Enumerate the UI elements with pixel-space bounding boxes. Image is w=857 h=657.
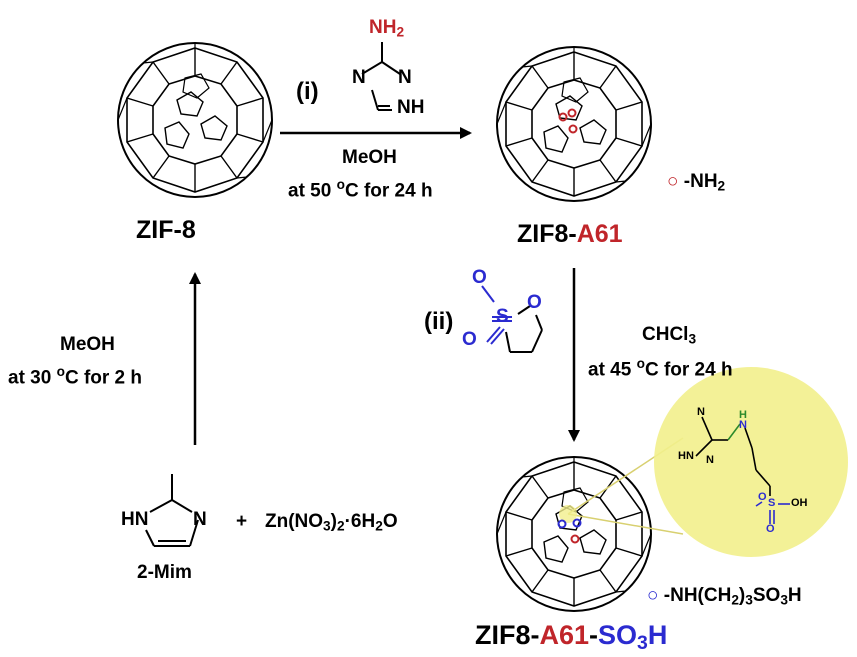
- aminotriazole-structure: [361, 42, 401, 111]
- label-2-mim: 2-Mim: [137, 562, 192, 583]
- zif8-a61-cage: [496, 46, 652, 202]
- step-ii-label: (ii): [424, 308, 454, 335]
- atom-callout-s: S: [768, 497, 776, 509]
- atom-callout-o1: O: [758, 491, 767, 503]
- plus-sign: +: [236, 511, 248, 532]
- label-zif8: ZIF-8: [136, 216, 196, 244]
- legend-amine: ○ -NH2: [667, 171, 726, 194]
- condition-synthesis-temp: at 30 oC for 2 h: [8, 364, 143, 389]
- atom-callout-n2: N: [706, 454, 714, 466]
- amine-markers: [558, 108, 578, 134]
- label-zif8-a61-so3h: ZIF8-A61-SO3H: [475, 620, 668, 654]
- zif8-a61-so3h-cage: [496, 456, 652, 612]
- condition-step-i-solvent: MeOH: [342, 147, 397, 168]
- atom-sultone-o3: O: [527, 292, 542, 313]
- atom-triazole-n2: N: [398, 67, 412, 88]
- atom-sultone-o1: O: [472, 267, 487, 288]
- sulfo-triazole-structure: [695, 416, 790, 524]
- legend-sulfo: ○ -NH(CH2)3SO3H: [647, 585, 802, 608]
- atom-callout-oh: OH: [791, 497, 808, 509]
- atom-imidazole-n: N: [193, 509, 207, 530]
- label-zif8-a61: ZIF8-A61: [517, 220, 623, 248]
- condition-step-i-temp: at 50 oC for 24 h: [288, 177, 433, 202]
- zif8-cage: [117, 42, 273, 198]
- atom-callout-h: H: [739, 409, 747, 421]
- condition-synthesis-solvent: MeOH: [60, 334, 115, 355]
- label-zinc-nitrate: Zn(NO3)2·6H2O: [265, 511, 398, 534]
- imidazole-structure: [145, 474, 199, 547]
- atom-callout-hn: HN: [678, 450, 694, 462]
- atom-triazole-n1: N: [352, 67, 366, 88]
- sultone-structure: [481, 285, 543, 353]
- atom-triazole-nh: NH: [397, 97, 425, 118]
- atom-callout-n1: N: [697, 406, 705, 418]
- step-i-label: (i): [296, 78, 319, 105]
- sulfo-markers: [557, 518, 582, 544]
- highlight-callout: [559, 367, 848, 557]
- condition-step-ii-temp: at 45 oC for 24 h: [588, 356, 733, 381]
- atom-sultone-o2: O: [462, 329, 477, 350]
- atom-callout-o2: O: [766, 523, 775, 535]
- atom-imidazole-hn: HN: [121, 509, 149, 530]
- condition-step-ii-solvent: CHCl3: [642, 324, 697, 347]
- atom-sultone-s: S: [496, 306, 509, 327]
- atom-callout-n3: N: [739, 419, 747, 431]
- atom-nh2: NH2: [369, 17, 405, 40]
